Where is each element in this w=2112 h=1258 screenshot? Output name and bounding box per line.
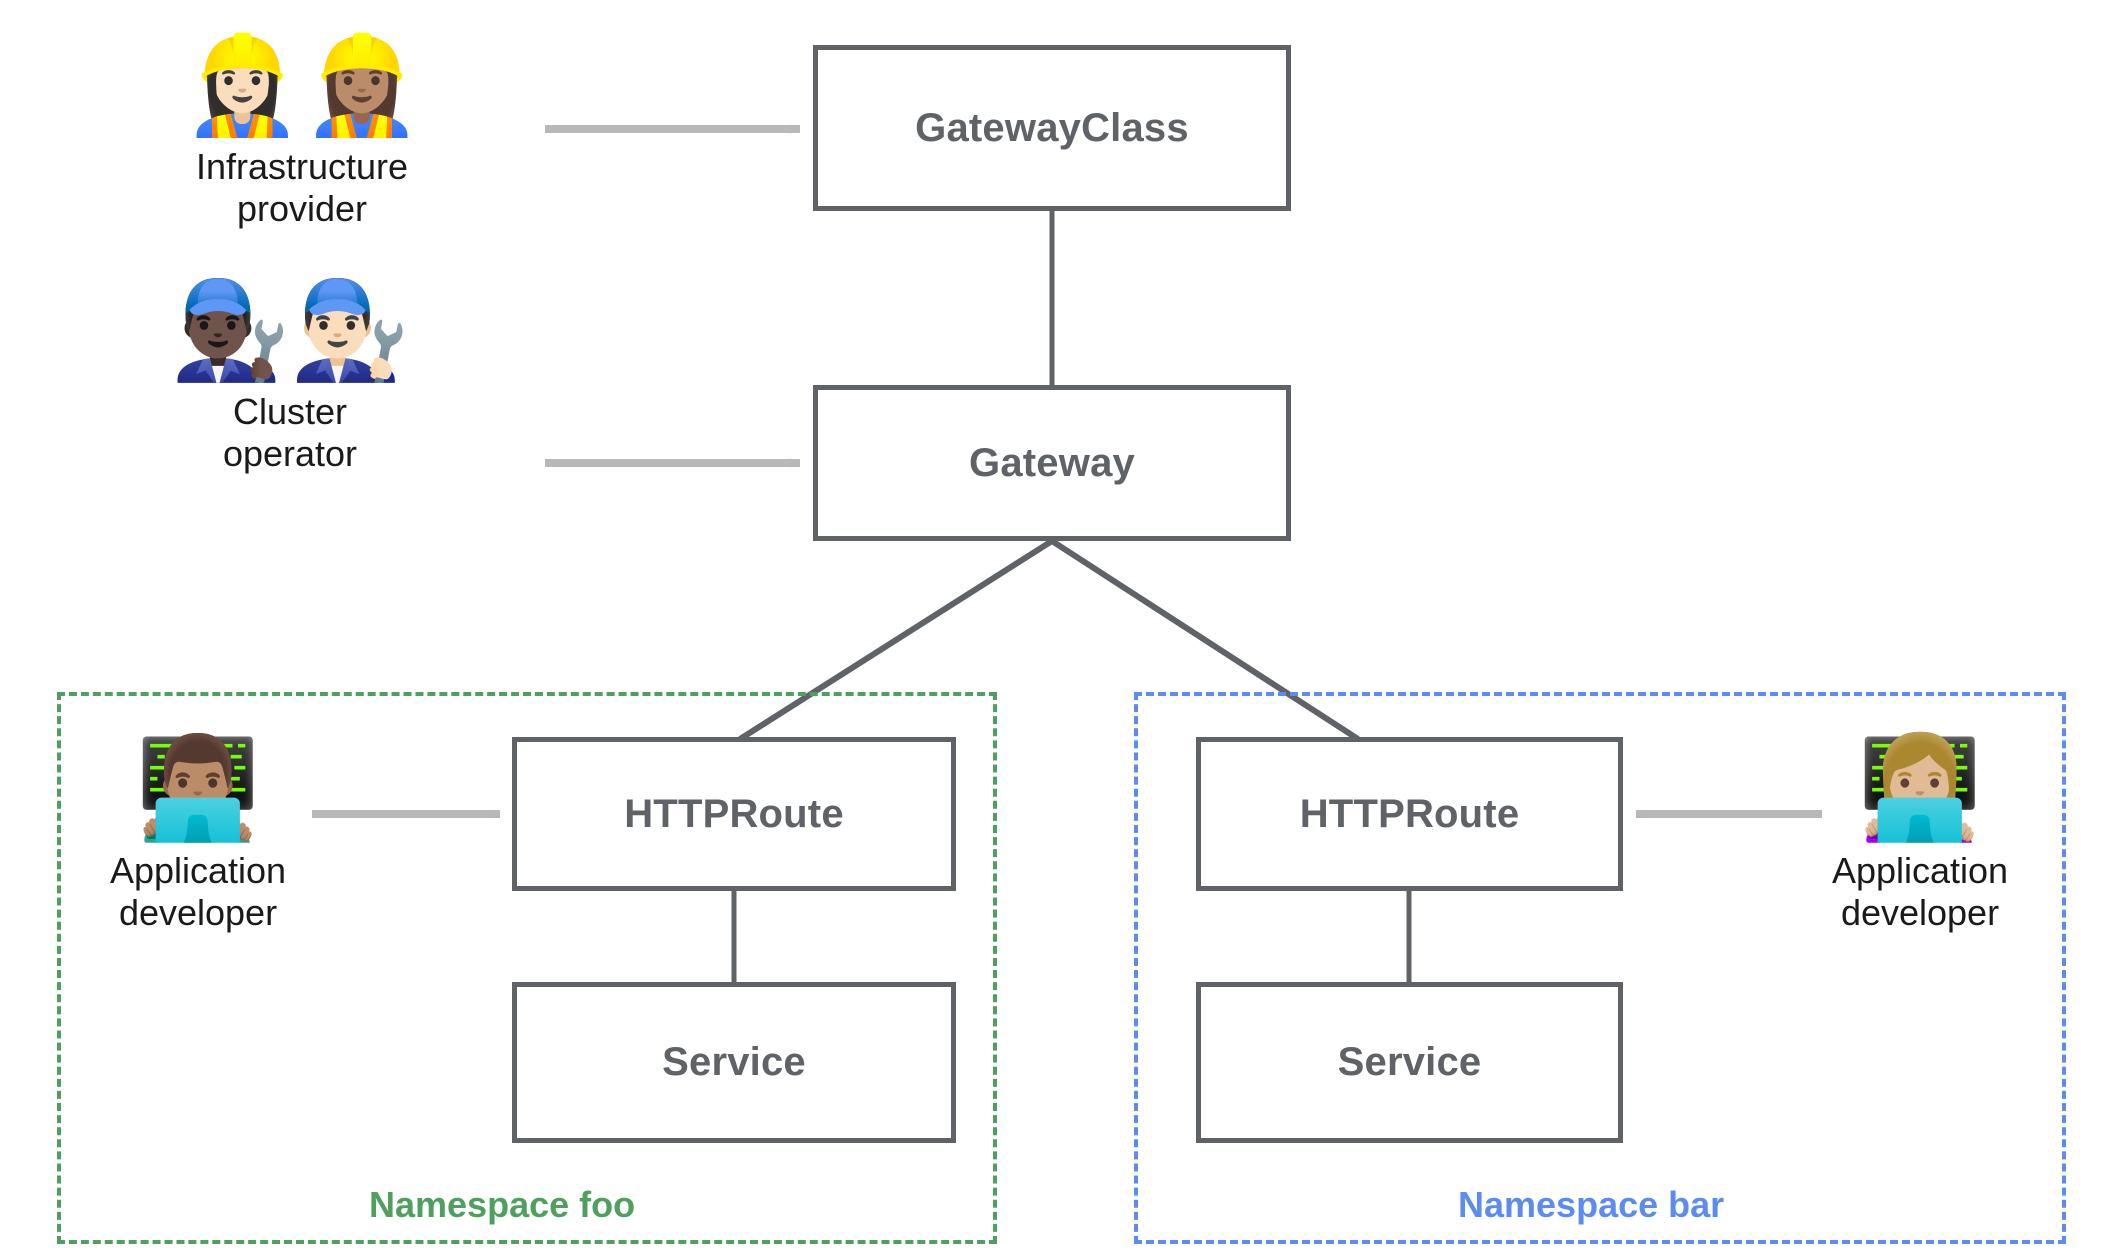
node-service-foo-label: Service	[662, 1040, 806, 1084]
namespace-region-foo	[57, 692, 997, 1244]
node-httproute-foo-label: HTTPRoute	[624, 791, 844, 836]
namespace-label-foo: Namespace foo	[369, 1184, 636, 1225]
node-service-foo[interactable]: Service	[512, 982, 956, 1143]
technologist-icon: 👩🏼‍💻	[1857, 729, 1983, 846]
node-gatewayclass-label: GatewayClass	[915, 105, 1189, 150]
persona-app-developer-foo-label: Application developer	[110, 850, 286, 935]
persona-application-developer-bar: 👩🏼‍💻 Application developer	[1790, 735, 2050, 935]
node-httproute-bar-label: HTTPRoute	[1299, 791, 1520, 836]
persona-dev-foo-line2: developer	[118, 892, 278, 934]
persona-dev-foo-line1: Application	[109, 850, 287, 891]
mechanic-icon: 👨🏿‍🔧👨🏻‍🔧	[170, 274, 410, 386]
node-service-bar-label: Service	[1337, 1040, 1482, 1084]
persona-cluster-operator-label: Cluster operator	[223, 391, 357, 476]
node-gateway-label: Gateway	[969, 440, 1135, 485]
persona-infrastructure-provider: 👷🏻‍♀️👷🏽‍♀️ Infrastructure provider	[152, 35, 452, 231]
node-service-bar[interactable]: Service	[1196, 982, 1623, 1143]
persona-dev-bar-line1: Application	[1831, 850, 2009, 891]
technologist-icon: 👨🏽‍💻	[135, 729, 261, 846]
persona-application-developer-foo: 👨🏽‍💻 Application developer	[68, 735, 328, 935]
persona-cluster-line2: operator	[222, 433, 358, 475]
namespace-label-bar: Namespace bar	[1458, 1184, 1725, 1225]
persona-infra-line1: Infrastructure	[195, 145, 409, 187]
namespace-region-bar	[1134, 692, 2066, 1244]
persona-dev-bar-line2: developer	[1840, 892, 2000, 934]
persona-app-developer-bar-label: Application developer	[1832, 850, 2008, 935]
persona-cluster-operator: 👨🏿‍🔧👨🏻‍🔧 Cluster operator	[140, 280, 440, 476]
node-gateway[interactable]: Gateway	[813, 385, 1291, 541]
node-httproute-bar[interactable]: HTTPRoute	[1196, 737, 1623, 891]
persona-infrastructure-provider-label: Infrastructure provider	[196, 146, 408, 231]
node-gatewayclass[interactable]: GatewayClass	[813, 45, 1291, 211]
persona-cluster-line1: Cluster	[232, 390, 348, 432]
construction-worker-icon: 👷🏻‍♀️👷🏽‍♀️	[182, 29, 422, 141]
persona-infra-line2: provider	[236, 188, 368, 230]
node-httproute-foo[interactable]: HTTPRoute	[512, 737, 956, 891]
